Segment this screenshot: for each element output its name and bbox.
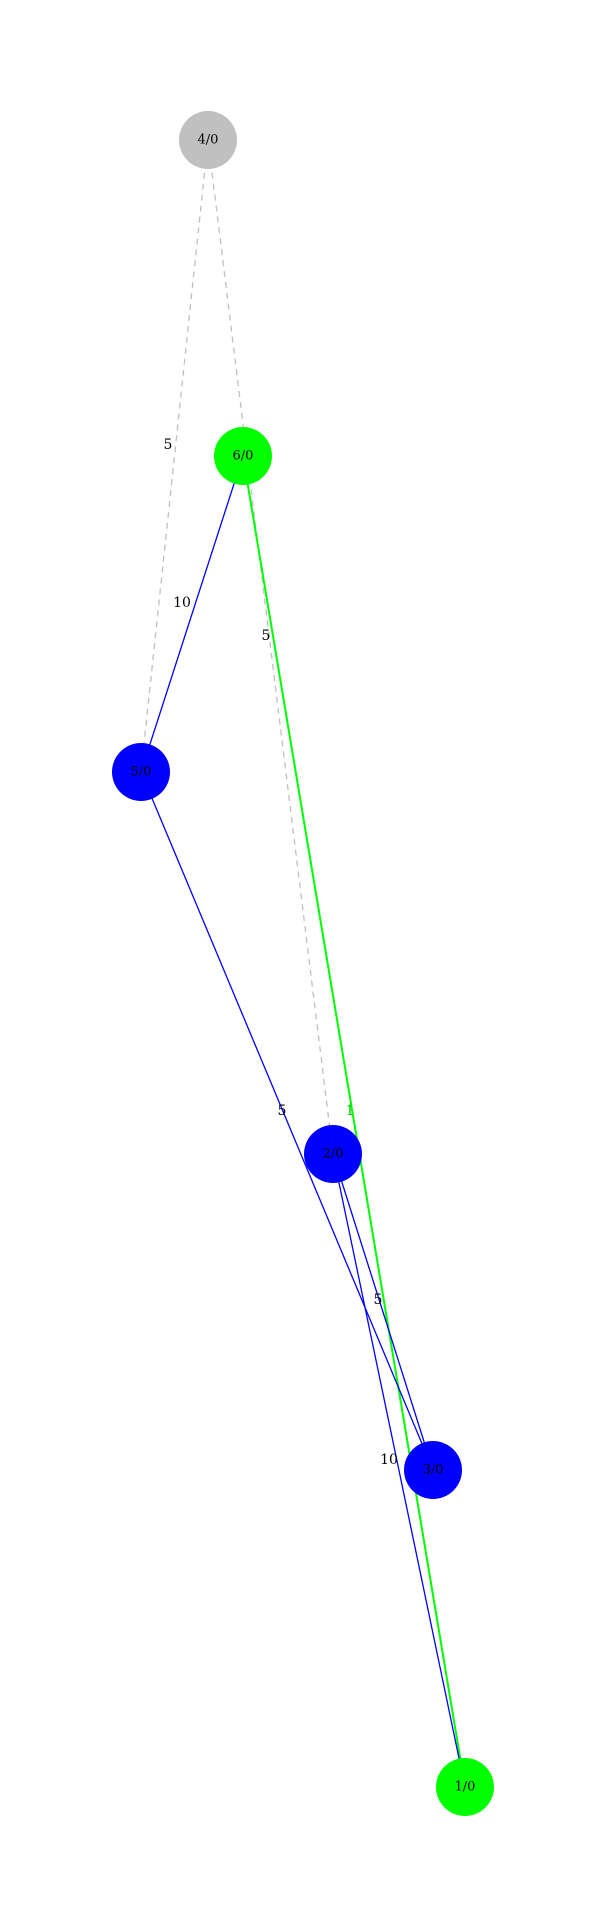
node-4: 4/0 <box>179 111 237 169</box>
edge-4-5 <box>140 139 209 773</box>
edge-4-2 <box>207 139 334 1155</box>
node-label-6: 6/0 <box>233 449 254 464</box>
edge-5-3 <box>140 771 434 1471</box>
node-6: 6/0 <box>214 427 272 485</box>
edge-label-4-5: 5 <box>164 437 173 453</box>
edge-label-5-3: 5 <box>278 1103 287 1119</box>
edge-2-3 <box>332 1153 434 1471</box>
node-circle-2 <box>304 1125 362 1183</box>
node-label-1: 1/0 <box>455 1780 476 1795</box>
node-1: 1/0 <box>436 1758 494 1816</box>
node-label-2: 2/0 <box>323 1147 344 1162</box>
edge-2-1 <box>332 1153 466 1788</box>
node-circle-5 <box>112 743 170 801</box>
node-label-4: 4/0 <box>198 133 219 148</box>
node-circle-1 <box>436 1758 494 1816</box>
node-2: 2/0 <box>304 1125 362 1183</box>
node-circle-3 <box>404 1441 462 1499</box>
node-circle-6 <box>214 427 272 485</box>
node-label-3: 3/0 <box>423 1463 444 1478</box>
edge-6-5 <box>140 455 244 773</box>
edge-6-1 <box>242 455 466 1788</box>
edge-label-6-1: 1 <box>346 1103 355 1119</box>
edge-label-6-5: 10 <box>173 595 191 611</box>
node-5: 5/0 <box>112 743 170 801</box>
edge-label-2-3: 5 <box>374 1292 383 1308</box>
edges-layer <box>140 139 466 1788</box>
node-circle-4 <box>179 111 237 169</box>
node-3: 3/0 <box>404 1441 462 1499</box>
nodes-layer: 4/0 6/0 5/0 2/0 3/0 1/0 <box>112 111 494 1816</box>
edge-label-4-2: 5 <box>262 628 271 644</box>
edge-label-2-1: 10 <box>380 1452 398 1468</box>
node-label-5: 5/0 <box>131 765 152 780</box>
